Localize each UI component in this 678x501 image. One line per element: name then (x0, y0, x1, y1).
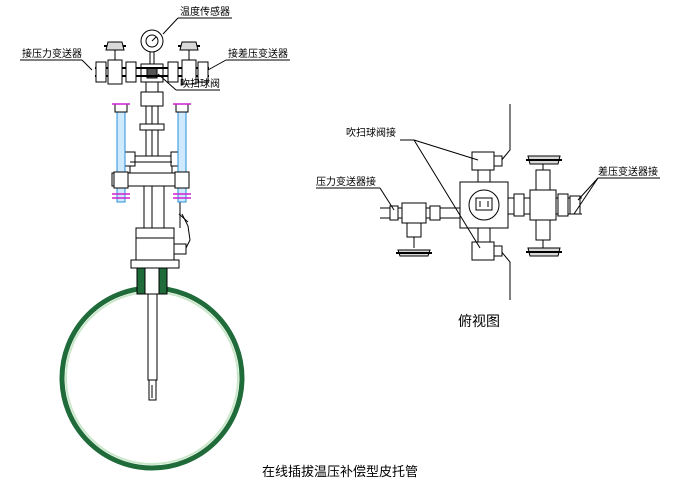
left-arm (380, 202, 460, 257)
lower-valve-body (130, 200, 191, 269)
purge-ball-valve-label: 吹扫球阀 (180, 77, 220, 90)
diff-pressure-transmitter-label: 接差压变送器 (228, 47, 288, 60)
top-leaders (316, 139, 660, 249)
insertion-tube (143, 185, 165, 229)
pipe-boss (136, 267, 168, 295)
drawing-title: 在线插拔温压补偿型皮托管 (262, 465, 418, 480)
temp-sensor-label: 温度传感器 (180, 5, 230, 18)
right-arm (508, 155, 582, 257)
pipe-wall-lines (499, 104, 511, 300)
purge-valve-conn-label: 吹扫球阀接 (346, 126, 396, 139)
top-view-caption: 俯视图 (458, 314, 500, 330)
front-leaders (20, 17, 290, 91)
temperature-sensor (140, 29, 164, 53)
pressure-transmitter-conn-label: 压力变送器接 (316, 175, 376, 188)
diff-pressure-transmitter-conn-label: 差压变送器接 (598, 165, 658, 178)
purge-valve-top (471, 151, 503, 183)
top-view: 吹扫球阀接 压力变送器接 差压变送器接 俯视图 (316, 104, 660, 330)
front-view: 温度传感器 接压力变送器 接差压变送器 吹扫球阀 (20, 5, 290, 471)
central-body (459, 181, 509, 229)
purge-valve-bottom (471, 227, 503, 261)
pressure-transmitter-label: 接压力变送器 (22, 47, 82, 60)
central-stem (139, 81, 165, 157)
manifold-arms (95, 41, 209, 85)
guide-rods (112, 103, 191, 203)
gland-flange (111, 151, 189, 187)
